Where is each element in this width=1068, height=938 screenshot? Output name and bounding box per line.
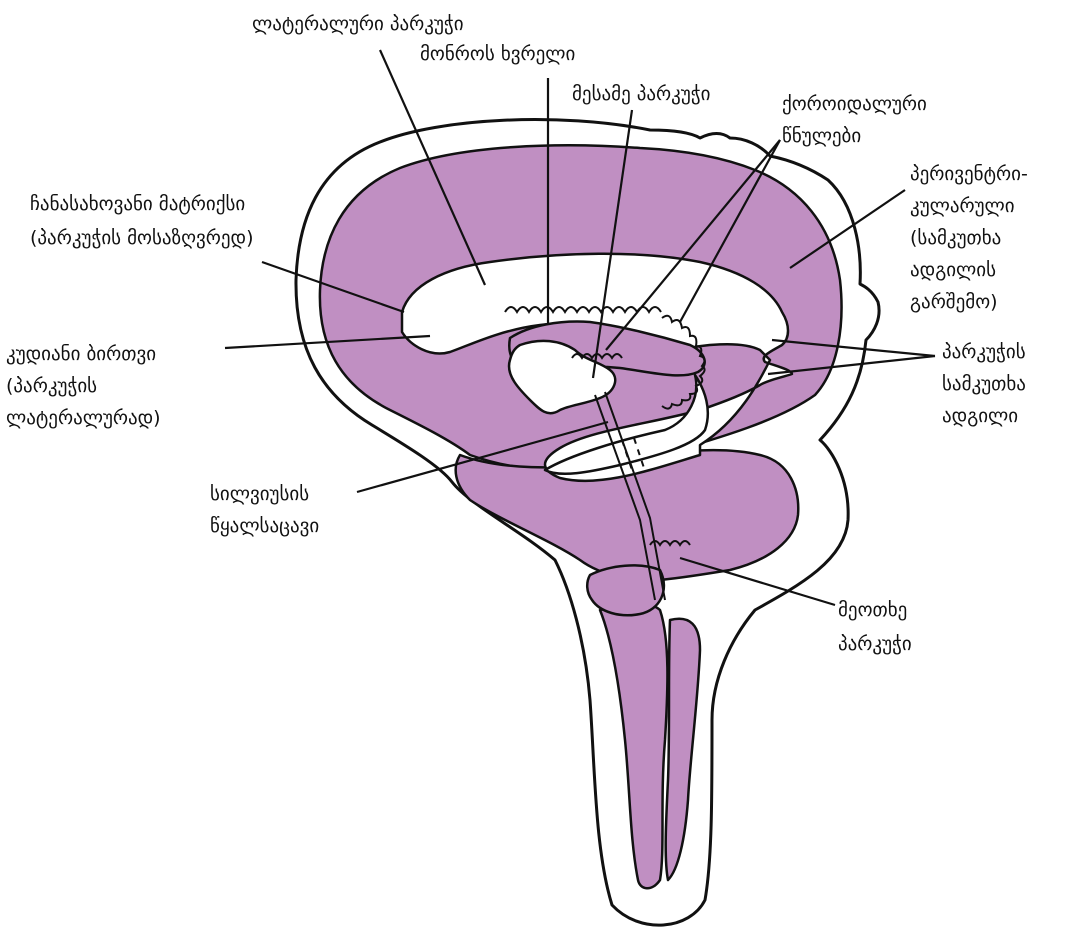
label-germinal-matrix: ჩანასახოვანი მატრიქსი (პარკუჭის მოსაზღვრ…	[30, 193, 253, 249]
label-fourth-ventricle: მეოთხე პარკუჭი	[838, 599, 913, 655]
label-line: მესამე პარკუჭი	[572, 83, 711, 105]
label-line: (სამკუთხა	[910, 227, 1001, 249]
label-caudate-nucleus: კუდიანი ბირთვი (პარკუჭის ლატერალურად)	[6, 343, 162, 429]
label-line: სილვიუსის	[210, 483, 309, 505]
label-sylvian-aqueduct: სილვიუსის წყალსაცავი	[210, 483, 319, 537]
label-line: ადგილი	[942, 405, 1018, 427]
label-line: სამკუთხა	[942, 373, 1026, 395]
label-line: პერივენტრი-	[910, 163, 1028, 185]
label-trigone: პარკუჭის სამკუთხა ადგილი	[942, 341, 1032, 427]
label-line: კულარული	[910, 195, 1015, 217]
label-line: ქოროიდალური	[782, 93, 927, 115]
label-third-ventricle: მესამე პარკუჭი	[572, 83, 711, 105]
label-lateral-ventricle: ლატერალური პარკუჭი	[252, 13, 464, 35]
label-line: ლატერალური პარკუჭი	[252, 13, 464, 35]
label-line: კუდიანი ბირთვი	[6, 343, 156, 365]
label-line: წყალსაცავი	[210, 515, 319, 537]
label-line: პარკუჭი	[838, 633, 912, 655]
label-interventricular-foramen: მონროს ხვრელი	[420, 43, 575, 65]
label-line: გარშემო)	[910, 291, 998, 313]
label-line: (პარკუჭის მოსაზღვრედ)	[30, 227, 253, 249]
label-line: ადგილის	[910, 259, 996, 281]
label-periventricular: პერივენტრი- კულარული (სამკუთხა ადგილის გ…	[910, 163, 1034, 313]
label-line: ჩანასახოვანი მატრიქსი	[30, 193, 245, 215]
label-line: ლატერალურად)	[6, 407, 161, 429]
label-line: მონროს ხვრელი	[420, 43, 575, 65]
label-choroid-plexus: ქოროიდალური წნულები	[782, 93, 933, 147]
label-line: პარკუჭის	[942, 341, 1026, 363]
label-line: (პარკუჭის	[6, 375, 97, 397]
label-line: მეოთხე	[838, 599, 907, 621]
label-line: წნულები	[782, 125, 861, 147]
